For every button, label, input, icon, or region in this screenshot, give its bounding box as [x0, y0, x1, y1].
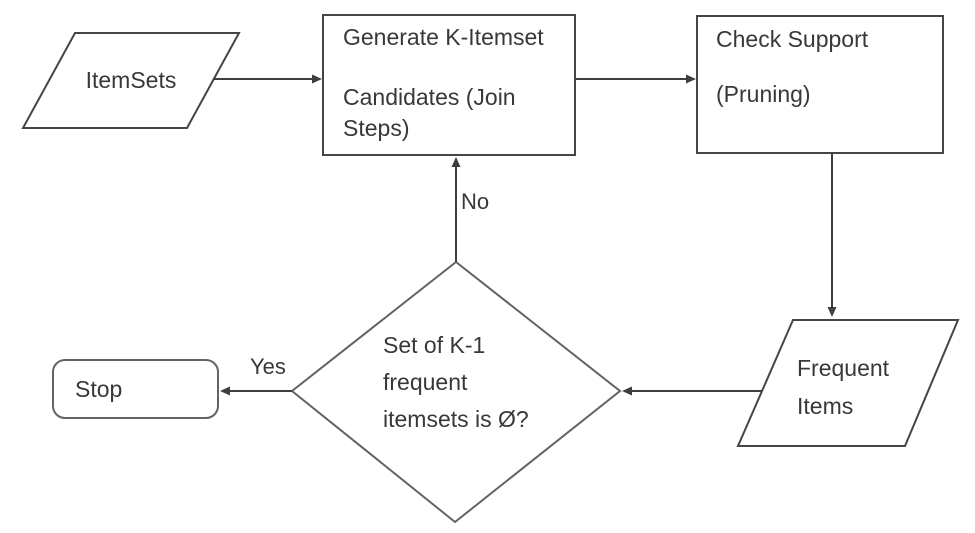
- itemsets-parallelogram: [21, 32, 241, 129]
- check-support-label-line: (Pruning): [716, 81, 811, 107]
- edge-label-no: No: [461, 189, 490, 214]
- check-support-label: Check Support (Pruning): [716, 24, 868, 110]
- stop-label: Stop: [53, 360, 218, 418]
- generate-candidates-label: Generate K-Itemset Candidates (Join Step…: [343, 22, 544, 144]
- decision-label-line: Set of K-1: [383, 332, 486, 358]
- itemsets-label-line: ItemSets: [85, 67, 177, 93]
- frequent-items-parallelogram: [736, 319, 960, 447]
- check-support-label-line: Check Support: [716, 26, 869, 52]
- edge-label-yes: Yes: [250, 354, 286, 379]
- stop-terminator: [52, 359, 219, 419]
- decision-label-line: itemsets is Ø?: [383, 406, 529, 432]
- decision-label-line: frequent: [383, 369, 468, 395]
- generate-candidates-label-line: Candidates (Join: [343, 84, 516, 110]
- decision-diamond: [290, 260, 622, 524]
- generate-candidates-box: [322, 14, 576, 156]
- stop-label-line: Stop: [75, 375, 123, 402]
- itemsets-label: ItemSets: [23, 33, 239, 128]
- check-support-box: [696, 15, 944, 154]
- decision-label: Set of K-1 frequent itemsets is Ø?: [383, 327, 529, 438]
- frequent-items-label-line: Items: [797, 393, 854, 419]
- generate-candidates-label-line: Steps): [343, 115, 410, 141]
- generate-candidates-label-line: Generate K-Itemset: [343, 24, 544, 50]
- frequent-items-label-line: Frequent: [797, 355, 890, 381]
- frequent-items-label: Frequent Items: [797, 349, 889, 425]
